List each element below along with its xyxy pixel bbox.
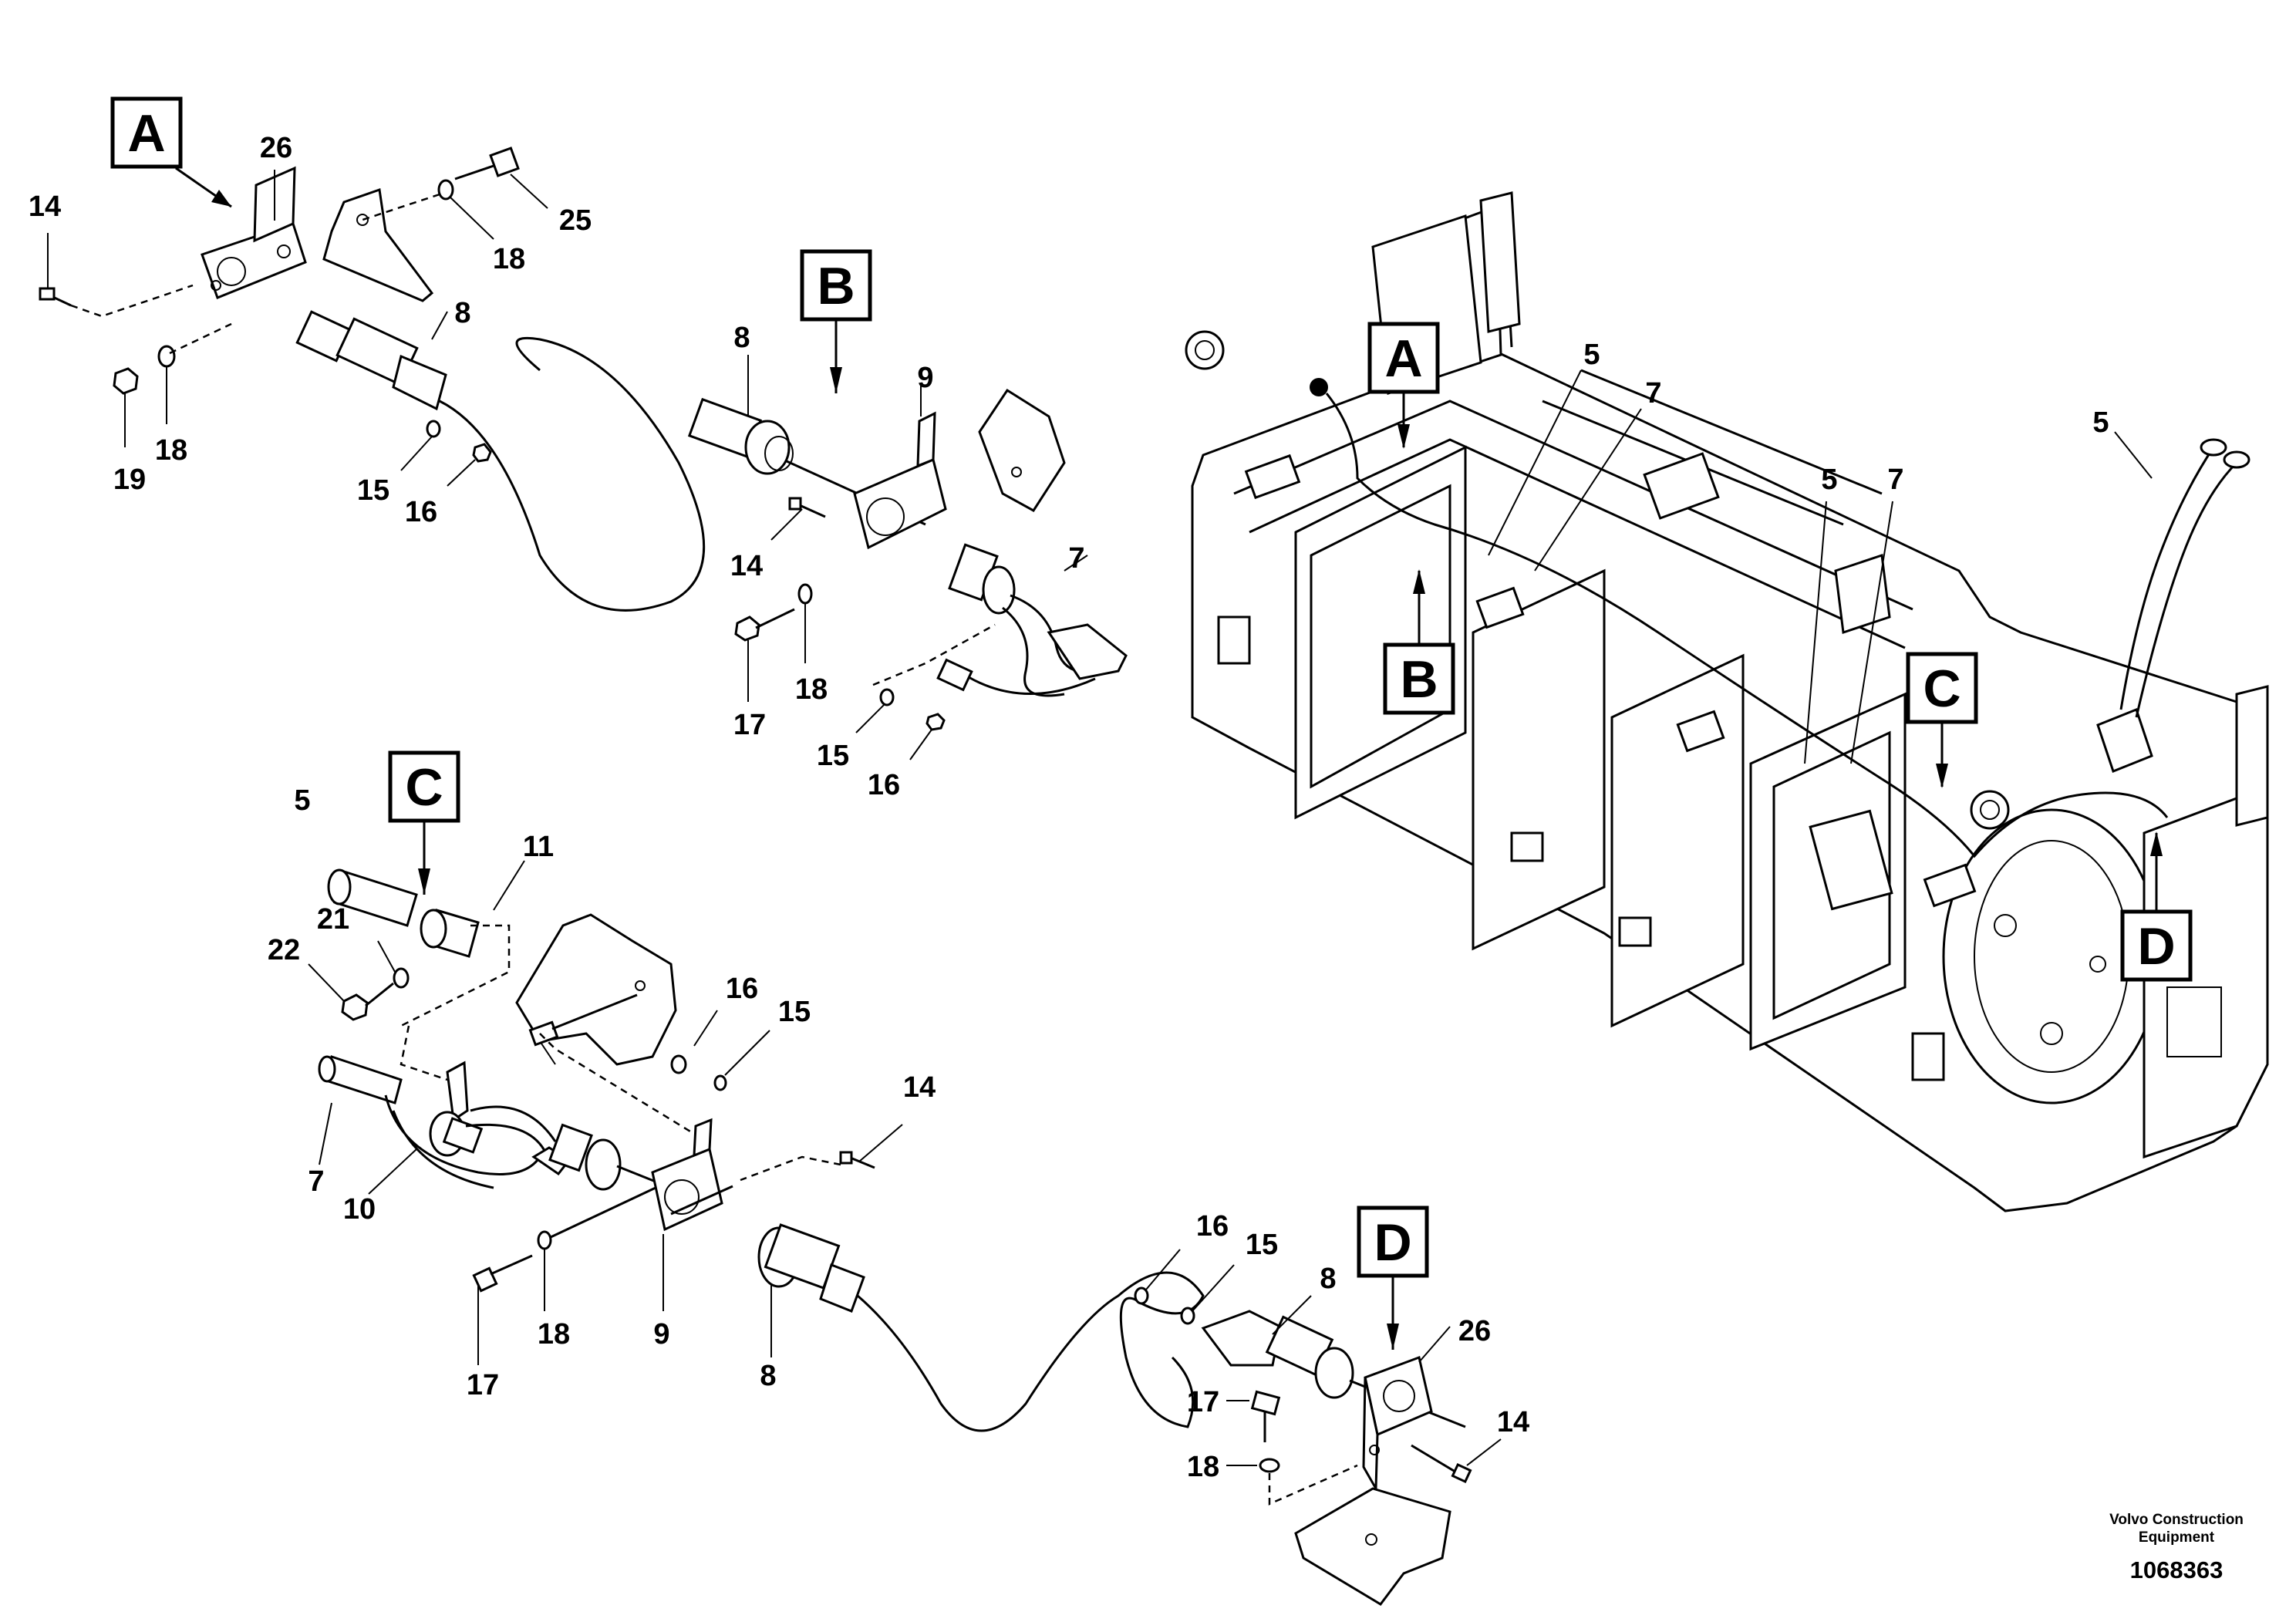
callout-d-26: 26 — [1458, 1315, 1491, 1347]
gear — [1185, 330, 1225, 370]
callout-b-7: 7 — [1068, 542, 1084, 575]
callout-c-17: 17 — [467, 1369, 499, 1401]
bracket-9 — [853, 457, 947, 550]
callout-numbers: 14 26 25 18 8 19 18 15 16 8 9 14 7 17 18… — [29, 132, 2109, 1483]
brand-line-1: Volvo Construction — [2109, 1512, 2244, 1528]
callout-b-16: 16 — [868, 769, 900, 801]
callout-main-5c: 5 — [2092, 406, 2109, 439]
mounting-plate-b — [978, 388, 1066, 512]
callout-d-18: 18 — [1187, 1451, 1219, 1483]
callout-c-21: 21 — [317, 903, 349, 936]
callout-main-7a: 7 — [1645, 377, 1661, 410]
view-label-d-box — [1357, 1206, 1429, 1278]
main-label-d: D — [2137, 917, 2175, 976]
callout-b-15: 15 — [817, 740, 849, 772]
callout-a-26: 26 — [260, 132, 292, 164]
bracket-9c — [651, 1147, 723, 1232]
view-label-c-box — [388, 750, 460, 823]
callout-a-8: 8 — [454, 297, 470, 329]
callout-c-15: 15 — [778, 996, 811, 1028]
document-number: 1068363 — [2130, 1556, 2224, 1583]
view-label-a-box — [110, 96, 183, 169]
callout-d-16: 16 — [1196, 1210, 1229, 1243]
main-label-b: B — [1400, 650, 1438, 709]
callout-a-16: 16 — [405, 496, 437, 528]
base-plate — [1294, 1487, 1451, 1606]
nut-22 — [341, 993, 369, 1021]
callout-c-9: 9 — [653, 1318, 669, 1351]
callout-main-7b: 7 — [1887, 464, 1903, 496]
connector-8d — [1201, 1310, 1282, 1367]
callout-c-22: 22 — [268, 934, 300, 966]
main-label-c: C — [1923, 659, 1961, 718]
callout-c-14: 14 — [903, 1071, 936, 1104]
callout-a-25: 25 — [559, 204, 592, 237]
callout-c-16: 16 — [726, 973, 758, 1005]
callout-b-18: 18 — [795, 673, 828, 706]
callout-main-5b: 5 — [1821, 464, 1837, 496]
detail-b: B — [687, 249, 1128, 760]
detail-c: C — [308, 750, 1205, 1432]
brand-line-2: Equipment — [2139, 1529, 2215, 1546]
callout-a-18: 18 — [155, 434, 187, 467]
view-label-d: D — [1374, 1213, 1411, 1272]
view-label-a: A — [127, 104, 165, 163]
callout-c-5: 5 — [294, 784, 310, 817]
callout-d-15: 15 — [1246, 1229, 1278, 1261]
callout-a-19: 19 — [113, 464, 146, 496]
main-label-b-box — [1383, 642, 1455, 715]
detail-d: D — [1134, 1206, 1502, 1606]
callout-b-9: 9 — [917, 362, 933, 394]
callout-c-11: 11 — [523, 831, 554, 863]
footer: Volvo Construction Equipment 1068363 — [2109, 1512, 2244, 1583]
callout-a-18-top: 18 — [493, 243, 525, 275]
callout-d-17: 17 — [1187, 1386, 1219, 1418]
mounting-plate — [322, 187, 434, 302]
main-label-a: A — [1384, 329, 1422, 388]
view-label-b-box — [800, 249, 872, 322]
callout-d-14: 14 — [1497, 1406, 1529, 1438]
view-label-b: B — [817, 257, 855, 315]
callout-d-8: 8 — [1320, 1263, 1336, 1295]
wiring-harness — [1325, 393, 2169, 858]
main-label-d-box — [2120, 909, 2193, 982]
callout-b-17: 17 — [733, 709, 766, 741]
callout-a-15: 15 — [357, 474, 389, 507]
callout-main-5a: 5 — [1583, 339, 1600, 371]
frame-assembly: A B C D — [1185, 191, 2269, 1212]
callout-c-8: 8 — [760, 1360, 776, 1392]
hose-5-main — [2119, 447, 2215, 710]
callout-b-8: 8 — [733, 322, 750, 354]
nut-19 — [113, 367, 139, 395]
callout-c-7: 7 — [308, 1165, 324, 1198]
callout-a-14: 14 — [29, 191, 61, 223]
washer-18 — [157, 345, 176, 368]
view-label-c: C — [405, 758, 443, 817]
callout-b-14: 14 — [730, 550, 763, 582]
detail-a: A — [39, 96, 706, 612]
callout-c-18: 18 — [538, 1318, 570, 1351]
callout-c-10: 10 — [343, 1193, 376, 1226]
